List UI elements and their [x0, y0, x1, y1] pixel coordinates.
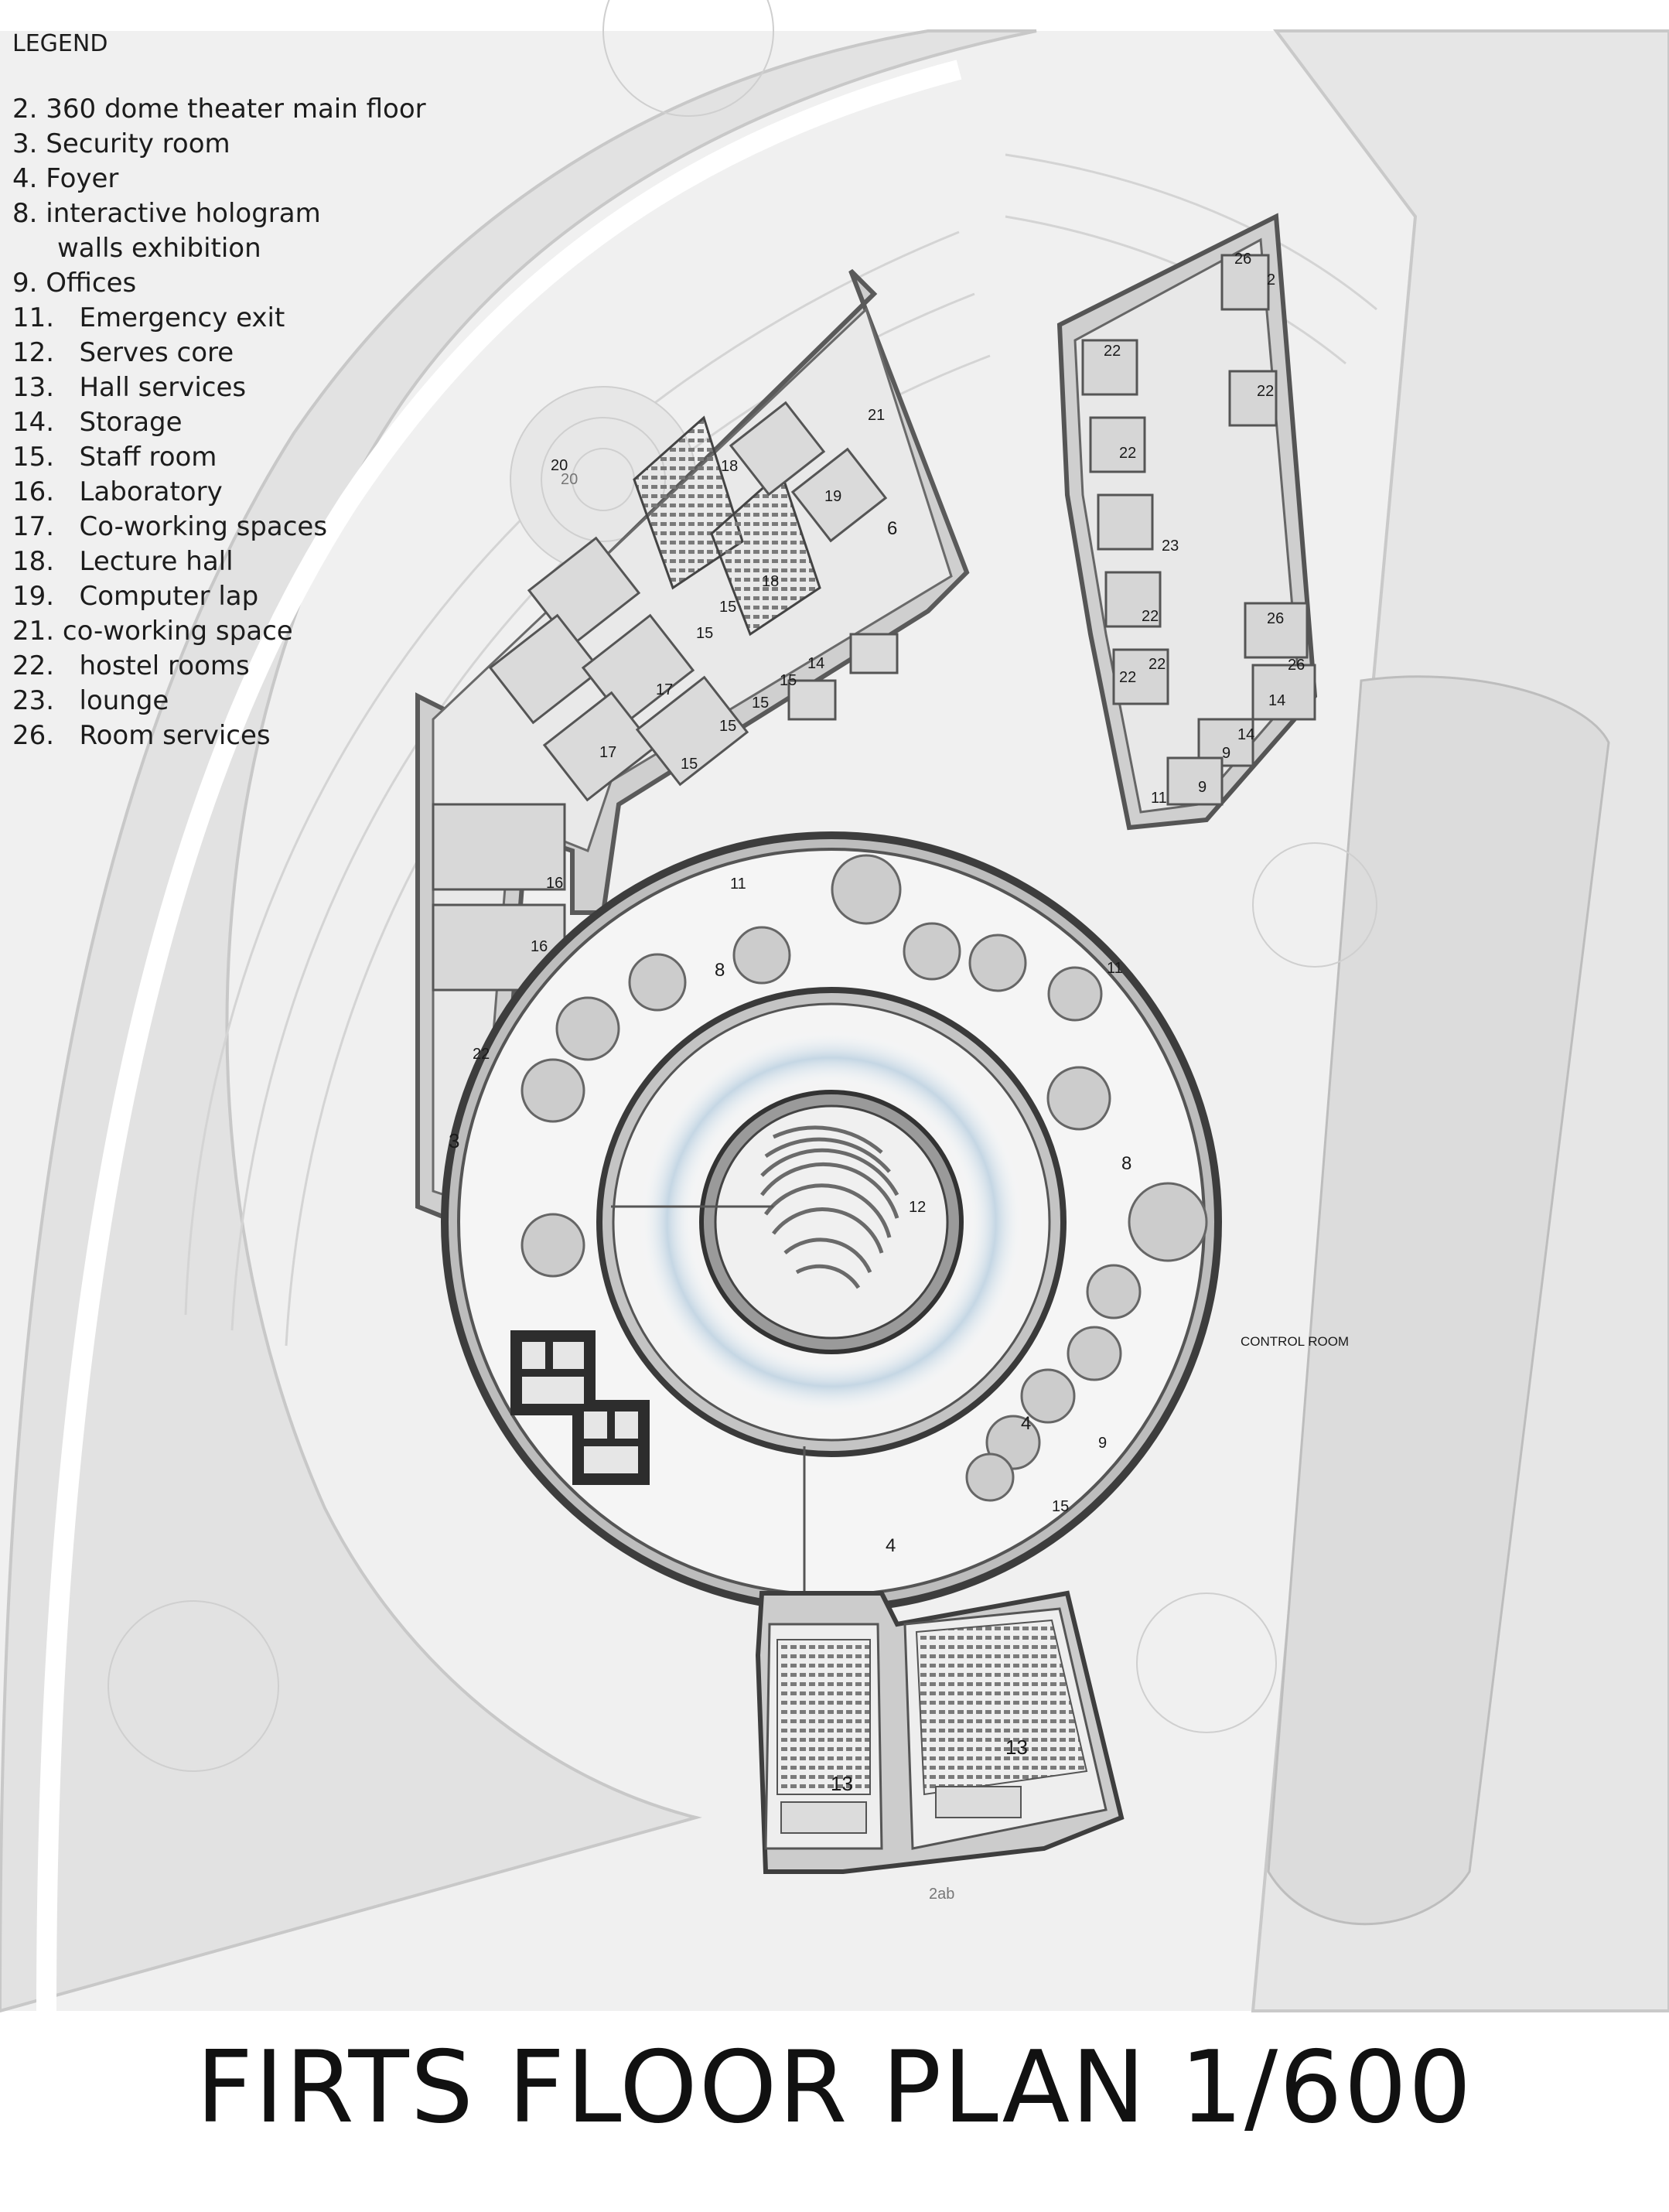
room-label: 26 — [1267, 610, 1284, 627]
legend-item: 26. Room services — [12, 720, 271, 751]
room-label: 15 — [719, 599, 736, 616]
room-label: 15 — [752, 695, 769, 712]
room-label: 15 — [719, 718, 736, 735]
room-label: 3 — [449, 1129, 459, 1152]
room-label: 13 — [831, 1772, 853, 1795]
room-label: 22 — [1142, 608, 1159, 625]
room-label: 16 — [531, 938, 548, 955]
south-halls — [755, 1590, 1125, 1874]
room-label: 2ab — [929, 1886, 954, 1903]
dome-building — [441, 831, 1222, 1613]
legend-item: 16. Laboratory — [12, 476, 223, 507]
room-label: 9 — [1198, 779, 1207, 796]
room-label: 22 — [1119, 445, 1136, 462]
room-label: 14 — [1268, 692, 1285, 709]
legend-title: LEGEND — [12, 30, 108, 57]
room-label: 23 — [1162, 538, 1179, 555]
room-label: 22 — [1149, 656, 1166, 673]
room-label: 22 — [473, 1046, 490, 1063]
legend-item: 22. hostel rooms — [12, 650, 250, 681]
legend-item: 18. Lecture hall — [12, 546, 234, 577]
control-room-label: CONTROL ROOM — [1241, 1334, 1349, 1349]
drawing-title: FIRTS FLOOR PLAN 1/600 — [196, 2030, 1473, 2145]
room-label: 11 — [1151, 790, 1167, 807]
room-label: 8 — [715, 960, 725, 981]
room-label: 14 — [807, 655, 824, 672]
legend-item: 2. 360 dome theater main floor — [12, 94, 426, 125]
legend-item: 13. Hall services — [12, 372, 247, 403]
room-label: 26 — [1234, 251, 1251, 268]
legend-item: 15. Staff room — [12, 442, 217, 473]
room-label: 13 — [1005, 1736, 1028, 1759]
room-label: 17 — [656, 681, 673, 698]
room-label: 4 — [1021, 1413, 1031, 1434]
legend-item: 17. Co-working spaces — [12, 511, 328, 542]
room-label: 22 — [1257, 383, 1274, 400]
room-label: 12 — [909, 1199, 926, 1216]
room-label: 21 — [868, 407, 885, 424]
legend-item: 12. Serves core — [12, 337, 234, 368]
room-label: 15 — [780, 672, 797, 689]
room-label: 11 — [1107, 960, 1123, 977]
legend-item: 3. Security room — [12, 128, 230, 159]
hostel-wing — [1056, 213, 1318, 831]
room-label: 14 — [1237, 726, 1254, 743]
legend: LEGEND 2. 360 dome theater main floor 3.… — [12, 26, 426, 753]
room-label: 4 — [886, 1535, 896, 1556]
room-label: 20 — [561, 471, 578, 488]
room-label: 18 — [762, 573, 779, 590]
room-label: 8 — [1121, 1153, 1131, 1174]
legend-item: walls exhibition — [57, 233, 261, 264]
legend-item: 11. Emergency exit — [12, 302, 285, 333]
room-label: 9 — [1098, 1435, 1107, 1452]
legend-item: 21. co-working space — [12, 616, 293, 647]
legend-item: 8. interactive hologram — [12, 198, 321, 229]
room-label: 16 — [546, 875, 563, 892]
room-label: 15 — [1052, 1498, 1069, 1515]
room-label: 22 — [1104, 343, 1121, 360]
room-labels: 20 20 21 18 18 19 6 15 15 15 15 15 15 14… — [449, 251, 1349, 1903]
legend-item: 14. Storage — [12, 407, 183, 438]
room-label: 18 — [721, 458, 738, 475]
room-label: 15 — [696, 625, 713, 642]
room-label: 26 — [1288, 657, 1305, 674]
room-label: 11 — [730, 876, 746, 893]
room-label: 17 — [599, 744, 616, 761]
legend-item: 9. Offices — [12, 268, 137, 299]
room-label: 20 — [551, 457, 568, 474]
legend-item: 19. Computer lap — [12, 581, 259, 612]
room-label: 22 — [1119, 669, 1136, 686]
legend-item: 23. lounge — [12, 685, 169, 716]
room-label: 19 — [824, 488, 841, 505]
room-label: 6 — [887, 518, 897, 539]
legend-item: 4. Foyer — [12, 163, 119, 194]
room-label: 2 — [1267, 271, 1275, 288]
room-label: 9 — [1222, 745, 1230, 762]
room-label: 15 — [681, 756, 698, 773]
